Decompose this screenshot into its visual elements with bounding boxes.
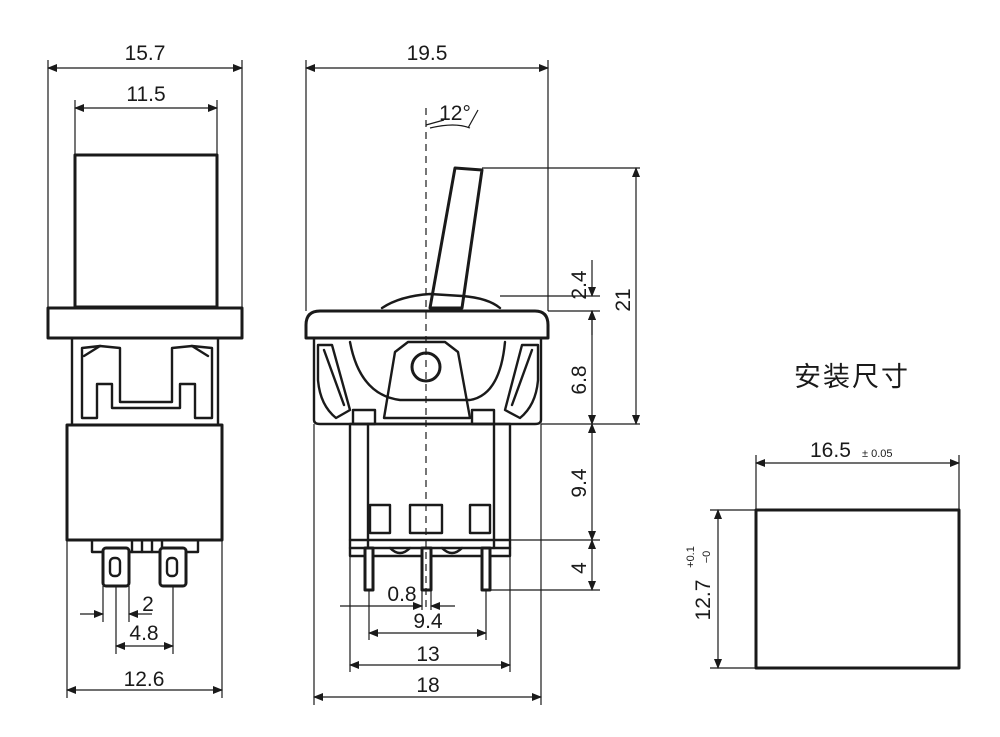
side-angle-label: 12° (439, 102, 471, 125)
front-button-cap (73, 153, 219, 309)
front-width-body-label: 12.6 (124, 668, 165, 691)
cutout-height-label: 12.7 (692, 580, 715, 621)
front-width-button-label: 11.5 (126, 83, 165, 106)
front-view: 15.7 11.5 2 4.8 12.6 (46, 42, 244, 698)
side-latch-left (316, 343, 352, 420)
side-pin-left (363, 546, 375, 592)
panel-cutout: 安装尺寸 16.5 ± 0.05 12.7 +0.1 −0 (685, 362, 961, 670)
side-pin-right (480, 546, 492, 592)
front-bezel (46, 306, 244, 340)
side-bezel (304, 309, 550, 340)
side-height-frame-label: 6.8 (568, 365, 591, 394)
side-pin-thickness-label: 0.8 (387, 583, 416, 606)
front-housing (65, 423, 224, 542)
front-pin-width-label: 2 (142, 593, 154, 616)
cutout-height-tol-plus: +0.1 (685, 546, 697, 568)
side-pin-span-label: 13 (416, 643, 439, 666)
cutout-width-label: 16.5 (810, 439, 851, 462)
side-latch-right (503, 343, 540, 420)
side-lever (428, 166, 484, 310)
side-height-total-label: 21 (612, 288, 635, 311)
front-terminal-right (158, 546, 188, 588)
cutout-height-tol-minus: −0 (701, 551, 713, 564)
cutout-title: 安装尺寸 (794, 362, 910, 393)
front-latches (80, 344, 214, 420)
side-rocker-cam (348, 340, 507, 402)
side-width-total-label: 19.5 (407, 42, 448, 65)
side-height-body-label: 9.4 (568, 468, 591, 498)
side-height-actuator-label: 2.4 (568, 270, 591, 300)
front-width-total-label: 15.7 (125, 42, 166, 65)
side-height-pins-label: 4 (568, 562, 591, 574)
cutout-rectangle (754, 508, 961, 670)
side-view: 19.5 12° 2.4 21 6.8 9.4 4 0.8 9.4 13 18 (304, 42, 640, 705)
side-pin-spacing-label: 9.4 (413, 610, 443, 633)
front-frame-sides (70, 336, 220, 427)
front-pin-spacing-label: 4.8 (129, 622, 158, 645)
front-terminal-left (101, 546, 131, 588)
cutout-width-tolerance: ± 0.05 (862, 448, 893, 460)
side-body-width-label: 18 (416, 674, 439, 697)
side-housing (348, 422, 512, 558)
